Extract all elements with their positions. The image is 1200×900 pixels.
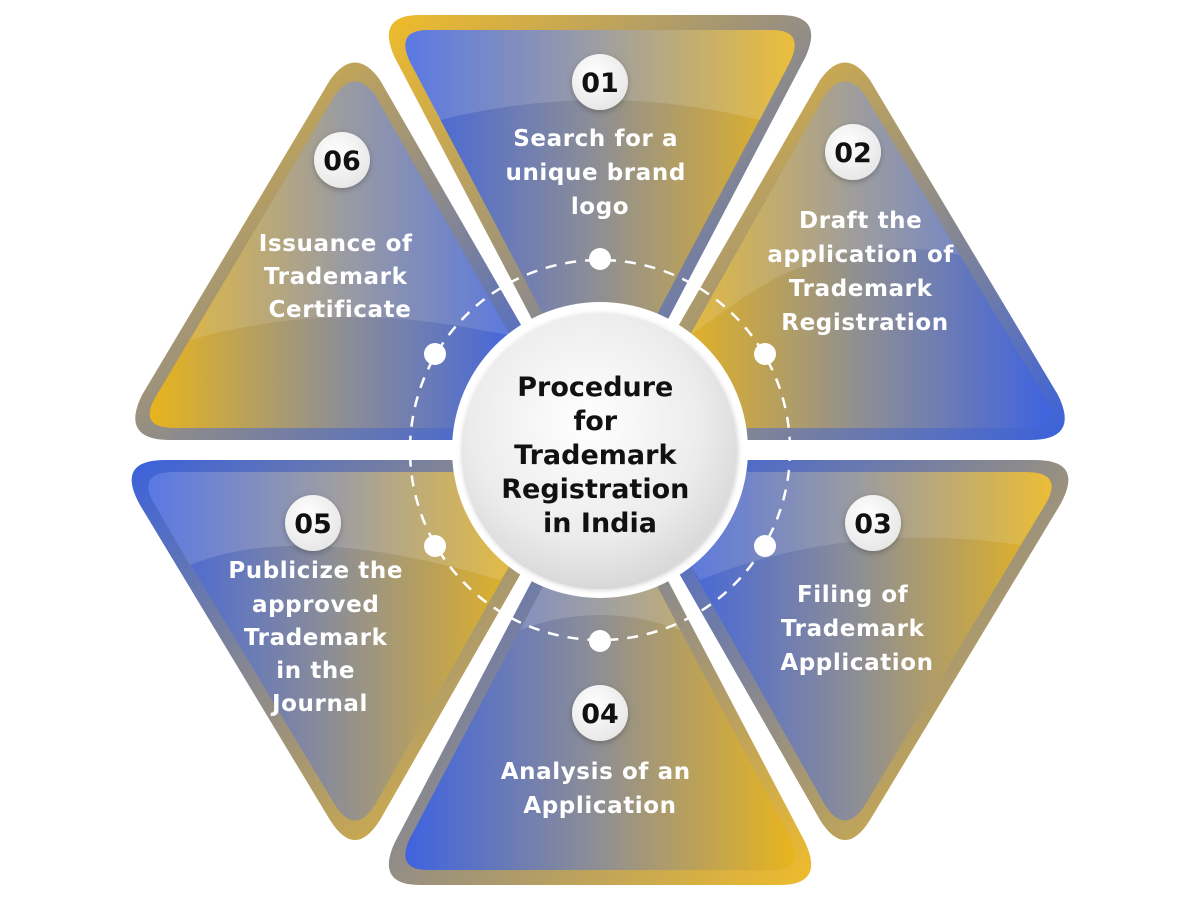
step-05-line-2: approved — [252, 592, 379, 618]
step-04-number: 04 — [581, 699, 619, 730]
step-02-line-2: application of — [767, 242, 954, 268]
step-05-body — [148, 472, 529, 821]
step-06-line-2: Trademark — [264, 264, 408, 290]
step-03-text: Filing of Trademark Application — [780, 582, 933, 676]
connector-dot-02 — [754, 343, 776, 365]
step-05-line-3: Trademark — [244, 625, 388, 651]
step-02-body — [672, 81, 1051, 428]
step-06-number: 06 — [323, 146, 361, 177]
step-03-line-2: Trademark — [781, 616, 925, 642]
connector-dot-03 — [754, 535, 776, 557]
step-03-line-3: Application — [780, 650, 933, 676]
step-03-number: 03 — [854, 509, 892, 540]
step-06-line-1: Issuance of — [259, 231, 413, 257]
step-05-number: 05 — [294, 509, 332, 540]
center-title-line-4: Registration — [501, 474, 689, 505]
step-01-line-2: unique brand — [505, 160, 685, 186]
step-01-number: 01 — [581, 68, 619, 99]
step-02-gloss — [690, 81, 960, 335]
step-06-text: Issuance of Trademark Certificate — [259, 231, 421, 323]
step-01-body — [405, 30, 795, 397]
step-05-line-1: Publicize the — [228, 558, 403, 584]
step-03-body — [672, 472, 1052, 821]
center-title-line-2: for — [573, 406, 617, 437]
step-05-line-5: Journal — [270, 691, 368, 717]
step-01-text: Search for a unique brand logo — [505, 126, 694, 220]
step-04-text: Analysis of an Application — [501, 759, 700, 819]
dashed-ring — [408, 258, 792, 642]
step-06-gloss — [190, 81, 510, 340]
step-02-line-3: Trademark — [789, 276, 933, 302]
center-title: Procedure for Trademark Registration in … — [501, 372, 699, 539]
step-06-badge: 06 — [314, 132, 370, 188]
center-hub — [463, 313, 737, 587]
connector-dot-04 — [589, 630, 611, 652]
step-03-line-1: Filing of — [797, 582, 909, 608]
step-06-body — [149, 81, 529, 428]
step-04-line-1: Analysis of an — [501, 759, 691, 785]
step-02-number: 02 — [834, 138, 872, 169]
step-01-badge: 01 — [572, 54, 628, 110]
step-04-badge: 04 — [572, 685, 628, 741]
step-04-line-2: Application — [523, 793, 676, 819]
step-05-text: Publicize the approved Trademark in the … — [228, 558, 411, 717]
connector-dot-05 — [424, 535, 446, 557]
step-05-line-4: in the — [276, 658, 355, 684]
center-title-line-5: in India — [543, 508, 657, 539]
step-03-badge: 03 — [845, 495, 901, 551]
connector-dot-06 — [424, 343, 446, 365]
center-title-line-3: Trademark — [514, 440, 677, 471]
step-06-line-3: Certificate — [269, 297, 412, 323]
step-01-line-1: Search for a — [513, 126, 678, 152]
center-title-line-1: Procedure — [517, 372, 673, 403]
step-01-line-3: logo — [571, 194, 629, 220]
step-02-line-4: Registration — [781, 310, 948, 336]
connector-dot-01 — [589, 248, 611, 270]
step-02-badge: 02 — [825, 124, 881, 180]
step-02-text: Draft the application of Trademark Regis… — [767, 208, 962, 336]
step-05-badge: 05 — [285, 495, 341, 551]
step-02-line-1: Draft the — [799, 208, 922, 234]
